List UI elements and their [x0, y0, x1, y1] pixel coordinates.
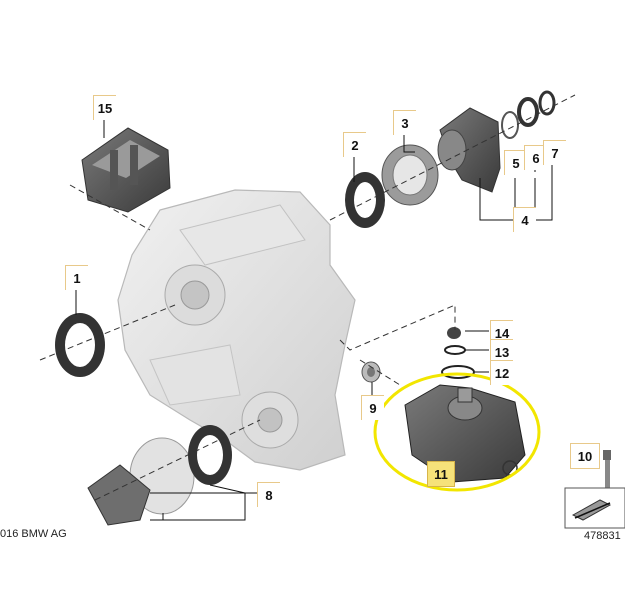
callout-11-highlighted[interactable]: 11 — [427, 461, 455, 487]
view-symbol-box — [564, 487, 625, 529]
dashed-assembly-lines — [39, 94, 576, 501]
callout-12[interactable]: 12 — [490, 360, 513, 385]
copyright-text: 016 BMW AG — [0, 528, 67, 540]
callout-10[interactable]: 10 — [570, 443, 600, 469]
part-9-plug — [361, 361, 381, 383]
callout-7[interactable]: 7 — [543, 140, 566, 165]
part-2-seal-ring — [345, 172, 385, 228]
callout-4[interactable]: 4 — [513, 207, 536, 232]
parts-5-6-7-rings — [501, 90, 556, 139]
callout-9[interactable]: 9 — [361, 395, 384, 420]
part-1-seal — [55, 313, 105, 377]
callout-3[interactable]: 3 — [393, 110, 416, 135]
callout-8[interactable]: 8 — [257, 482, 280, 507]
part-15-coupling — [81, 127, 171, 213]
callout-15[interactable]: 15 — [93, 95, 116, 120]
callout-5[interactable]: 5 — [504, 150, 527, 175]
parts-12-13-14 — [441, 327, 475, 379]
callout-6[interactable]: 6 — [524, 145, 547, 170]
callout-13[interactable]: 13 — [490, 339, 513, 364]
callout-14[interactable]: 14 — [490, 320, 513, 345]
part-11-actuator-motor — [404, 384, 526, 483]
highlight-ellipse — [373, 372, 541, 492]
callout-2[interactable]: 2 — [343, 132, 366, 157]
part-10-bolt — [603, 450, 611, 488]
callout-1[interactable]: 1 — [65, 265, 88, 290]
part-8-discs — [87, 425, 232, 526]
part-3-shaft-seal — [381, 144, 439, 206]
transfer-case-housing — [117, 189, 356, 471]
part-4-output-flange — [437, 107, 501, 193]
diagram-number: 478831 — [584, 530, 621, 542]
